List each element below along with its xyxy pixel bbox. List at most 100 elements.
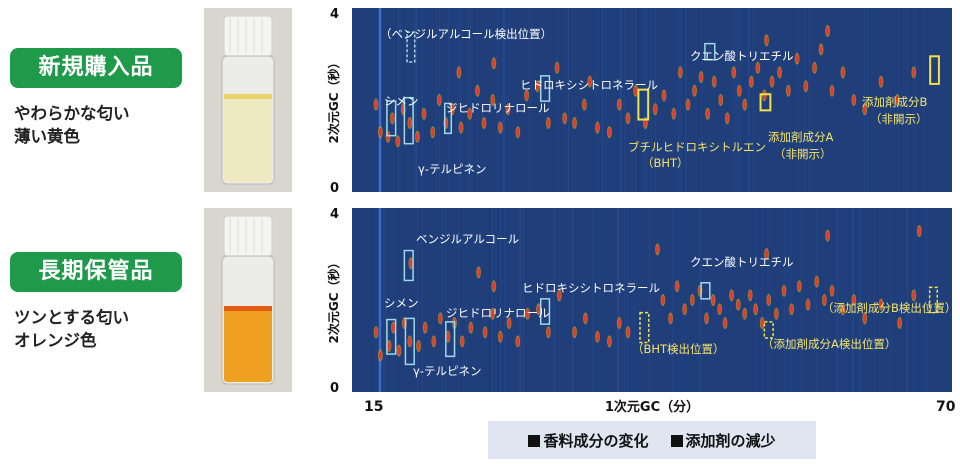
data-point bbox=[423, 323, 427, 333]
data-point bbox=[415, 132, 419, 142]
vial-meniscus bbox=[224, 94, 272, 99]
compound-label: シメン bbox=[384, 296, 419, 310]
data-point bbox=[391, 323, 395, 333]
data-point bbox=[468, 109, 472, 119]
sample-description-old: ツンとする匂い オレンジ色 bbox=[10, 306, 182, 352]
data-point bbox=[546, 118, 550, 128]
sample-description-new: やわらかな匂い 薄い黄色 bbox=[10, 102, 182, 148]
data-point bbox=[786, 86, 790, 96]
compound-marker bbox=[386, 100, 397, 137]
data-point bbox=[765, 35, 769, 45]
data-point bbox=[387, 341, 391, 351]
sample-badge-new: 新規購入品 bbox=[10, 48, 182, 88]
data-point bbox=[573, 118, 577, 128]
data-point bbox=[669, 313, 673, 323]
compound-label: ブチルヒドロキシトルエン bbox=[628, 140, 766, 154]
compound-marker bbox=[403, 249, 414, 282]
data-point bbox=[557, 290, 561, 300]
compound-marker bbox=[928, 286, 939, 314]
data-point bbox=[653, 104, 657, 114]
gcxgc-chart-new: 2次元GC（秒）40 bbox=[326, 7, 952, 196]
compound-marker bbox=[539, 75, 551, 102]
data-point bbox=[563, 113, 567, 123]
data-point bbox=[626, 113, 630, 123]
compound-label: （BHT検出位置） bbox=[632, 342, 725, 356]
description-line: やわらかな匂い bbox=[14, 104, 130, 123]
data-point bbox=[749, 77, 753, 87]
data-point bbox=[422, 109, 426, 119]
data-point bbox=[743, 100, 747, 110]
description-line: 薄い黄色 bbox=[14, 127, 80, 146]
data-point bbox=[712, 77, 716, 87]
y-axis-label: 2次元GC（秒） bbox=[326, 56, 341, 143]
data-point bbox=[607, 127, 611, 137]
description-line: ツンとする匂い bbox=[14, 308, 130, 327]
vial-liquid bbox=[224, 96, 272, 182]
compound-marker bbox=[759, 93, 772, 112]
data-point bbox=[675, 281, 679, 291]
data-point bbox=[506, 104, 510, 114]
compound-marker bbox=[700, 282, 711, 300]
compound-marker bbox=[539, 298, 551, 325]
data-point bbox=[830, 286, 834, 296]
x-axis-label: 1次元GC（分） bbox=[605, 399, 699, 415]
data-point bbox=[498, 123, 502, 133]
data-point bbox=[804, 81, 808, 91]
data-point bbox=[431, 127, 435, 137]
data-point bbox=[475, 86, 479, 96]
data-point bbox=[778, 67, 782, 77]
data-point bbox=[898, 318, 902, 328]
vial-liquid bbox=[224, 308, 272, 382]
compound-marker bbox=[406, 31, 416, 63]
data-point bbox=[760, 318, 764, 328]
data-point bbox=[678, 67, 682, 77]
data-point bbox=[736, 300, 740, 310]
data-point bbox=[477, 267, 481, 277]
gcxgc-chart-old: 2次元GC（秒）40 bbox=[326, 207, 952, 396]
data-point bbox=[607, 336, 611, 346]
data-point bbox=[492, 58, 496, 68]
data-point bbox=[396, 136, 400, 146]
data-point bbox=[397, 346, 401, 356]
data-point bbox=[693, 86, 697, 96]
data-point bbox=[626, 327, 630, 337]
data-point bbox=[634, 86, 638, 96]
data-point bbox=[826, 231, 830, 241]
data-point bbox=[705, 313, 709, 323]
data-point bbox=[756, 63, 760, 73]
data-point bbox=[719, 95, 723, 105]
legend-additive-decrease: 添加剤の減少 bbox=[671, 430, 776, 451]
row-label-old: 長期保管品 ツンとする匂い オレンジ色 bbox=[10, 252, 182, 352]
y-tick-label: 4 bbox=[330, 7, 339, 22]
data-point bbox=[743, 309, 747, 319]
data-point bbox=[661, 295, 665, 305]
data-point bbox=[912, 290, 916, 300]
data-point bbox=[795, 54, 799, 64]
data-point bbox=[797, 281, 801, 291]
compound-marker bbox=[443, 102, 453, 135]
data-point bbox=[732, 67, 736, 77]
compound-label: クエン酸トリエチル bbox=[690, 49, 794, 63]
compound-marker bbox=[639, 311, 650, 344]
data-point bbox=[841, 67, 845, 77]
data-point bbox=[711, 295, 715, 305]
data-point bbox=[438, 313, 442, 323]
data-point bbox=[491, 95, 495, 105]
data-point bbox=[830, 86, 834, 96]
data-point bbox=[417, 341, 421, 351]
data-point bbox=[498, 332, 502, 342]
data-point bbox=[917, 226, 921, 236]
data-point bbox=[390, 113, 394, 123]
data-point bbox=[730, 290, 734, 300]
compound-label: （非開示） bbox=[774, 147, 832, 161]
compound-marker bbox=[404, 317, 415, 366]
data-point bbox=[583, 313, 587, 323]
x-tick-label: 15 bbox=[364, 399, 383, 415]
data-point bbox=[469, 323, 473, 333]
data-point bbox=[555, 63, 559, 73]
compound-label: γ-テルピネン bbox=[413, 364, 481, 378]
data-point bbox=[852, 295, 856, 305]
data-point bbox=[723, 318, 727, 328]
x-tick-label: 70 bbox=[936, 399, 956, 415]
compound-label: ヒドロキシシトロネラール bbox=[520, 78, 658, 92]
